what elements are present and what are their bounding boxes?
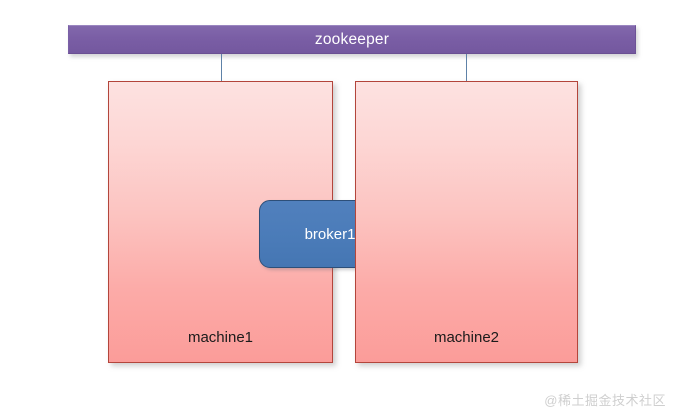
watermark-text: @稀土掘金技术社区 [544, 393, 666, 408]
machine-label: machine1 [187, 329, 254, 346]
connector-zookeeper-machine2 [465, 54, 468, 82]
machine-box-machine2[interactable]: broker2 broker3 machine2 [355, 81, 578, 363]
machine-box-machine1[interactable]: broker1 machine1 [108, 81, 401, 363]
broker-label: broker1 [304, 225, 356, 243]
zookeeper-label: zookeeper [314, 30, 390, 48]
connector-zookeeper-machine1 [220, 54, 223, 82]
zookeeper-node[interactable]: zookeeper [68, 25, 636, 54]
machine-label: machine2 [433, 329, 500, 346]
